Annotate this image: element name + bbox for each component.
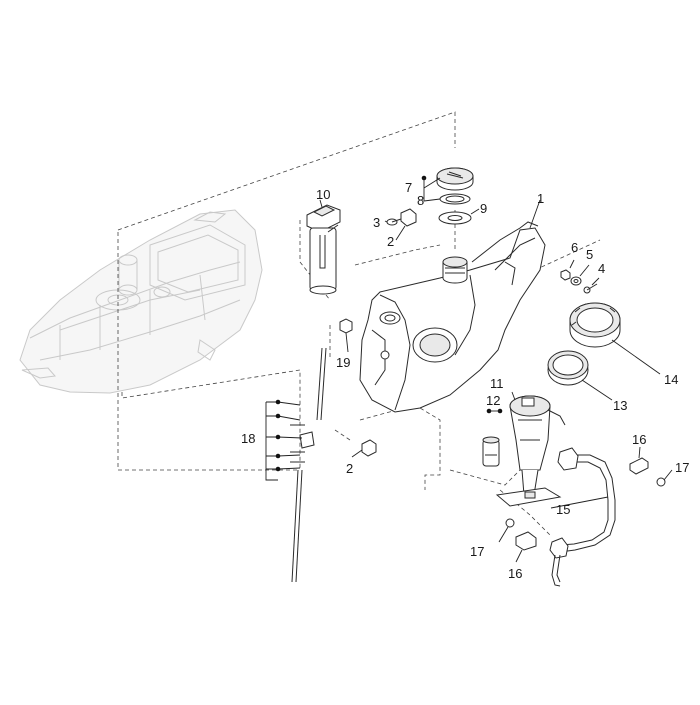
hose-clamp-16-bottom [515,531,537,551]
bolt-4 [583,283,598,294]
callout-17-right: 17 [675,460,689,475]
breather-tube [290,347,327,583]
callout-1: 1 [537,191,544,206]
callout-18: 18 [241,431,255,446]
screw-17-right [656,477,666,487]
callout-5: 5 [586,247,593,262]
callout-16-bottom: 16 [508,566,522,581]
callout-2-lower: 2 [346,461,353,476]
fuel-pump [509,395,566,496]
ghost-frame [19,209,263,394]
fuel-level-sender [306,204,341,295]
callout-13: 13 [613,398,627,413]
fuel-hose [549,447,616,587]
hose-clamp-16-top [629,457,649,475]
callout-12: 12 [486,393,500,408]
pump-filter [482,436,500,467]
washer-5 [570,276,582,286]
callout-10: 10 [316,187,330,202]
clip-2-top [400,208,417,227]
callout-11: 11 [490,376,504,391]
nut-6 [560,269,571,281]
nut-19 [339,318,353,334]
callout-9: 9 [480,201,487,216]
callout-8: 8 [417,193,424,208]
callout-3: 3 [373,215,380,230]
lock-ring [569,302,621,348]
cap-washer [438,211,472,225]
clip-2-lower [361,439,377,457]
strainer-plate [495,487,562,507]
callout-4: 4 [598,261,605,276]
callout-15: 15 [556,502,570,517]
callout-7: 7 [405,180,412,195]
callout-19: 19 [336,355,350,370]
fuel-cap [436,167,474,191]
fuel-tank [359,221,546,413]
leader-lines [265,177,673,563]
pump-seal [547,350,589,386]
callout-16-top: 16 [632,432,646,447]
callout-2-top: 2 [387,234,394,249]
callout-labels: 1 2 2 3 4 5 6 7 8 9 10 11 12 13 14 15 16… [241,180,689,581]
screw-17-bottom [505,518,515,528]
callout-6: 6 [571,240,578,255]
callout-17-bottom: 17 [470,544,484,559]
cap-o-ring [439,193,471,205]
callout-14: 14 [664,372,678,387]
